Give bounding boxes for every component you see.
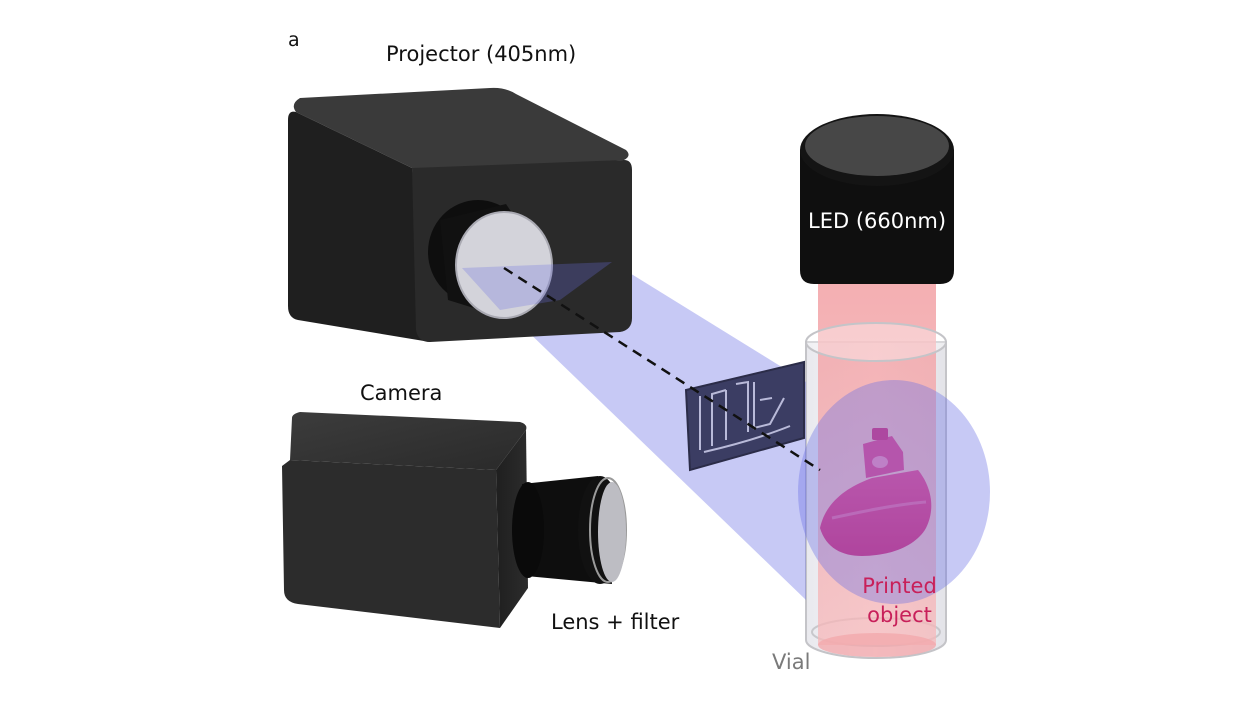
printed-object-label: Printed object — [862, 574, 937, 627]
lens-filter-label: Lens + filter — [551, 610, 680, 634]
camera — [282, 412, 627, 628]
vial-label: Vial — [772, 650, 811, 674]
projected-image-plane — [684, 360, 805, 472]
camera-label: Camera — [360, 381, 443, 405]
projector — [288, 87, 632, 343]
panel-label: a — [288, 29, 300, 51]
led-label: LED (660nm) — [808, 209, 947, 233]
projector-label: Projector (405nm) — [386, 42, 577, 66]
optical-axis-dashed-line — [503, 266, 821, 472]
projection-beam — [462, 262, 990, 604]
vial-rim — [805, 322, 947, 640]
led-source — [800, 114, 954, 284]
camera-lens-filter — [512, 476, 627, 584]
projector-lens — [428, 200, 553, 319]
printed-object-boat — [820, 428, 932, 556]
beam-origin — [462, 262, 612, 310]
